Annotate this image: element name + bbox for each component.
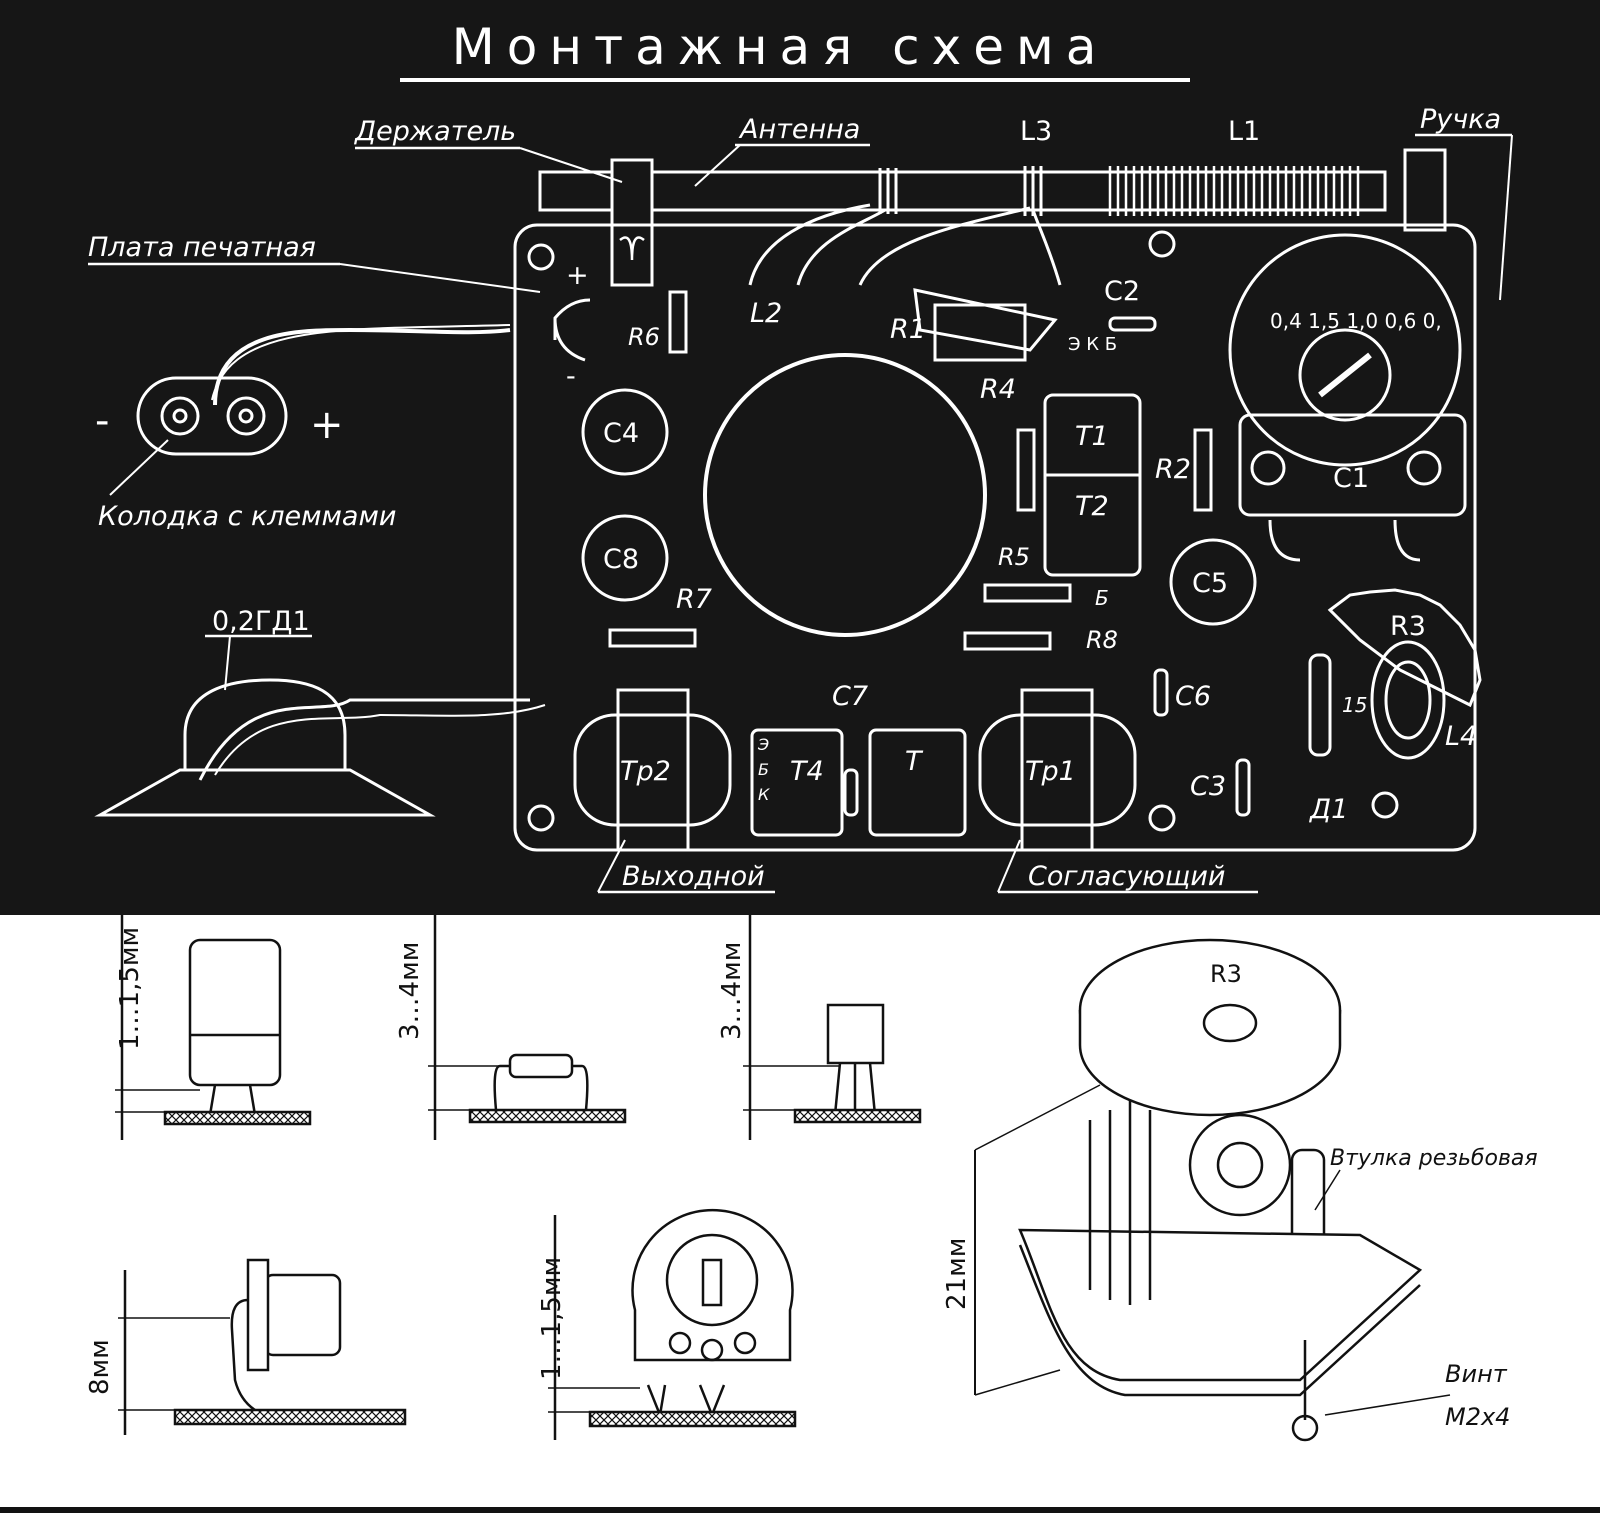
label-l2: L2 — [750, 298, 782, 329]
dim-3: 3…4мм — [717, 942, 747, 1040]
detail-capacitor: 1…1,5мм — [115, 915, 312, 1140]
label-l1: L1 — [1228, 116, 1260, 147]
label-pin-e: Э — [757, 735, 769, 754]
label-screw: Винт — [1445, 1360, 1508, 1388]
label-d-value: 15 — [1342, 693, 1367, 717]
label-pcb: Плата печатная — [88, 232, 316, 263]
label-c4: C4 — [603, 418, 639, 449]
label-r1: R1 — [890, 314, 926, 345]
label-c8: C8 — [603, 544, 639, 575]
dim-2: 3…4мм — [395, 942, 425, 1040]
terminal-block — [136, 324, 511, 456]
label-pin-k: К — [758, 785, 770, 804]
label-pins-t1: Э К Б — [1068, 334, 1117, 355]
label-matching: Согласующий — [1028, 861, 1225, 892]
label-c2: C2 — [1104, 276, 1140, 307]
label-c1: C1 — [1333, 463, 1369, 494]
detail-transistor: 3…4мм — [717, 915, 922, 1140]
label-r2: R2 — [1155, 454, 1191, 485]
label-r8: R8 — [1086, 626, 1118, 654]
mounting-details: 1…1,5мм 3…4мм 3…4мм — [0, 915, 1600, 1513]
pad-plus: + — [566, 260, 589, 291]
label-t3: T — [905, 746, 924, 777]
speaker-0-2gd1 — [94, 678, 546, 817]
label-r7: R7 — [676, 584, 712, 615]
board-components — [553, 203, 1482, 852]
detail-resistor: 3…4мм — [395, 915, 627, 1140]
terminal-plus: + — [310, 402, 344, 448]
detail-r3-label: R3 — [1210, 960, 1242, 988]
dim-5: 1…1,5мм — [537, 1257, 567, 1380]
label-knob: Ручка — [1420, 104, 1501, 135]
label-terminal-block: Колодка с клеммами — [98, 501, 396, 532]
top-labels: Держатель Антенна L3 L1 Ручка Плата печа… — [88, 104, 1513, 894]
page-title: Монтажная схема — [452, 18, 1109, 76]
label-antenna: Антенна — [738, 114, 860, 145]
label-t4: T4 — [790, 756, 824, 787]
pad-minus: - — [566, 361, 576, 392]
label-l3: L3 — [1020, 116, 1052, 147]
dim-1: 1…1,5мм — [115, 927, 145, 1050]
label-c3: C3 — [1190, 771, 1226, 802]
detail-r3-assembly: R3 Втулка резьбовая Винт М2х4 21мм — [942, 938, 1538, 1442]
dim-6: 21мм — [942, 1238, 972, 1310]
label-c7: C7 — [832, 681, 868, 712]
pcb-board — [513, 223, 1477, 852]
detail-can-transistor: 8мм — [85, 1258, 407, 1435]
label-dial: 0,4 1,5 1,0 0,6 0, — [1270, 309, 1442, 333]
label-l4: L4 — [1445, 721, 1477, 752]
label-r6: R6 — [628, 323, 660, 351]
label-tr2: Тр2 — [620, 756, 671, 787]
detail-trimmer: 1…1,5мм — [537, 1208, 797, 1440]
label-speaker: 0,2ГД1 — [212, 606, 310, 637]
knob-bracket — [1403, 148, 1447, 232]
label-c6: C6 — [1175, 681, 1211, 712]
label-output: Выходной — [622, 861, 765, 892]
wiring-panel: Монтажная схема — [0, 0, 1600, 915]
dim-4: 8мм — [85, 1339, 115, 1395]
label-r3: R3 — [1390, 611, 1426, 642]
label-t2: T2 — [1075, 491, 1109, 522]
label-pin-b: Б — [1095, 586, 1109, 610]
terminal-minus: - — [95, 398, 109, 444]
label-sleeve: Втулка резьбовая — [1330, 1146, 1538, 1171]
label-r4: R4 — [980, 374, 1016, 405]
coil-l1 — [1108, 166, 1360, 216]
board-labels: + - L2 R6 R1 C2 R4 Э К Б T1 T2 R2 C1 0,4… — [566, 260, 1477, 825]
speaker-hole — [703, 353, 987, 637]
label-c5: C5 — [1192, 568, 1228, 599]
label-d1: Д1 — [1309, 794, 1348, 825]
label-screw-size: М2х4 — [1445, 1403, 1510, 1431]
label-pin-b2: Б — [758, 760, 769, 779]
label-holder: Держатель — [354, 116, 516, 147]
label-t1: T1 — [1075, 421, 1109, 452]
label-tr1: Тр1 — [1025, 756, 1076, 787]
label-r5: R5 — [998, 543, 1030, 571]
